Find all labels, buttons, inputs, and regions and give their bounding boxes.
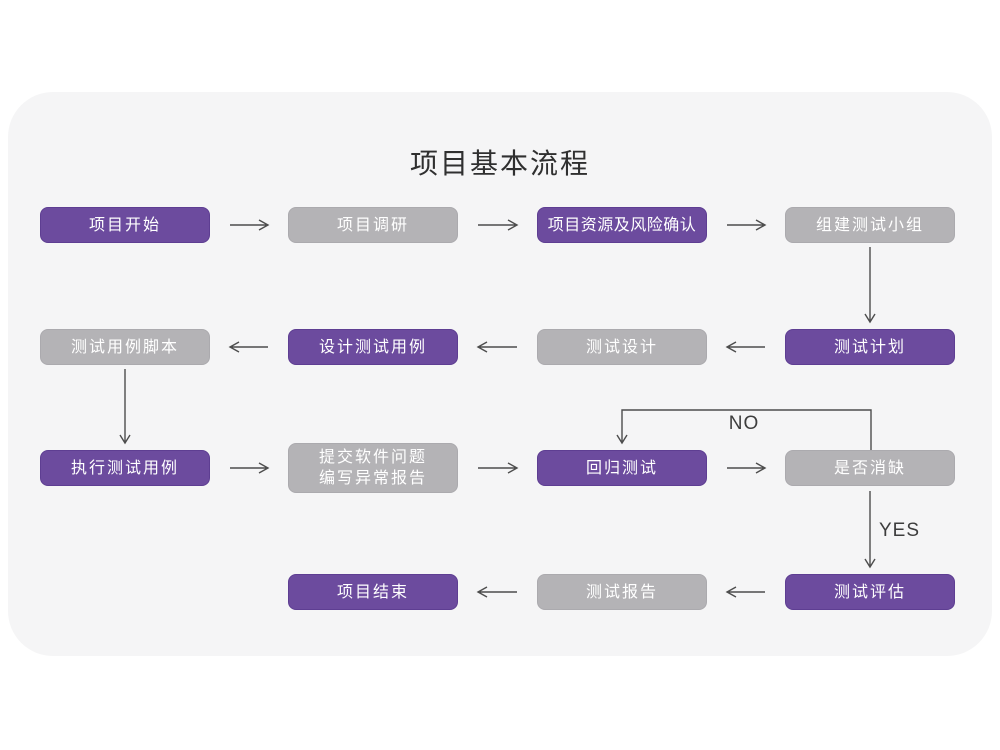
node-label: 项目资源及风险确认 <box>547 216 697 234</box>
arrow-scripts-to-execute-icon <box>119 369 131 445</box>
page-title: 项目基本流程 <box>409 148 590 179</box>
arrow-yes-to-evaluation-icon <box>864 491 876 569</box>
arrow-risk-to-team-icon <box>727 219 767 231</box>
node-project-research: 项目调研 <box>288 207 458 243</box>
arrow-research-to-risk-icon <box>478 219 519 231</box>
arrow-submit-to-regression-icon <box>478 462 519 474</box>
edge-label-yes: YES <box>879 520 921 541</box>
node-label: 测试评估 <box>833 583 906 601</box>
node-label: 项目结束 <box>336 583 409 601</box>
node-test-case-scripts: 测试用例脚本 <box>40 329 210 365</box>
node-label-line2: 编写异常报告 <box>318 470 427 487</box>
node-label: 项目调研 <box>336 216 409 234</box>
edge-label-no: NO <box>728 413 760 434</box>
node-label: 测试用例脚本 <box>70 338 179 356</box>
node-execute-test-cases: 执行测试用例 <box>40 450 210 486</box>
arrow-plan-to-design-icon <box>725 341 765 353</box>
arrow-team-to-plan-icon <box>864 247 876 324</box>
node-label: 测试设计 <box>585 338 658 356</box>
node-label: 测试报告 <box>585 583 658 601</box>
flow-card <box>8 92 992 656</box>
node-regression-test: 回归测试 <box>537 450 707 486</box>
arrow-cases-to-scripts-icon <box>228 341 268 353</box>
node-test-evaluation: 测试评估 <box>785 574 955 610</box>
node-build-test-team: 组建测试小组 <box>785 207 955 243</box>
node-label: 组建测试小组 <box>815 216 924 234</box>
node-label: 项目开始 <box>88 216 161 234</box>
node-project-end: 项目结束 <box>288 574 458 610</box>
node-test-design: 测试设计 <box>537 329 707 365</box>
arrow-execute-to-submit-icon <box>230 462 270 474</box>
node-label: 执行测试用例 <box>70 459 179 477</box>
node-design-test-cases: 设计测试用例 <box>288 329 458 365</box>
node-resources-risk-confirm: 项目资源及风险确认 <box>537 207 707 243</box>
node-defects-cleared: 是否消缺 <box>785 450 955 486</box>
arrow-no-loop-icon <box>616 409 872 450</box>
node-label: 测试计划 <box>833 338 906 356</box>
node-submit-issues-report: 提交软件问题 编写异常报告 <box>288 443 458 493</box>
arrow-evaluation-to-report-icon <box>725 586 765 598</box>
node-test-plan: 测试计划 <box>785 329 955 365</box>
arrow-regression-to-defects-icon <box>727 462 767 474</box>
arrow-design-to-cases-icon <box>476 341 517 353</box>
node-label: 回归测试 <box>585 459 658 477</box>
arrow-start-to-research-icon <box>230 219 270 231</box>
node-project-start: 项目开始 <box>40 207 210 243</box>
arrow-report-to-end-icon <box>476 586 517 598</box>
node-label: 设计测试用例 <box>318 338 427 356</box>
node-test-report: 测试报告 <box>537 574 707 610</box>
node-label-line1: 提交软件问题 <box>318 449 427 466</box>
node-label: 是否消缺 <box>833 459 906 477</box>
